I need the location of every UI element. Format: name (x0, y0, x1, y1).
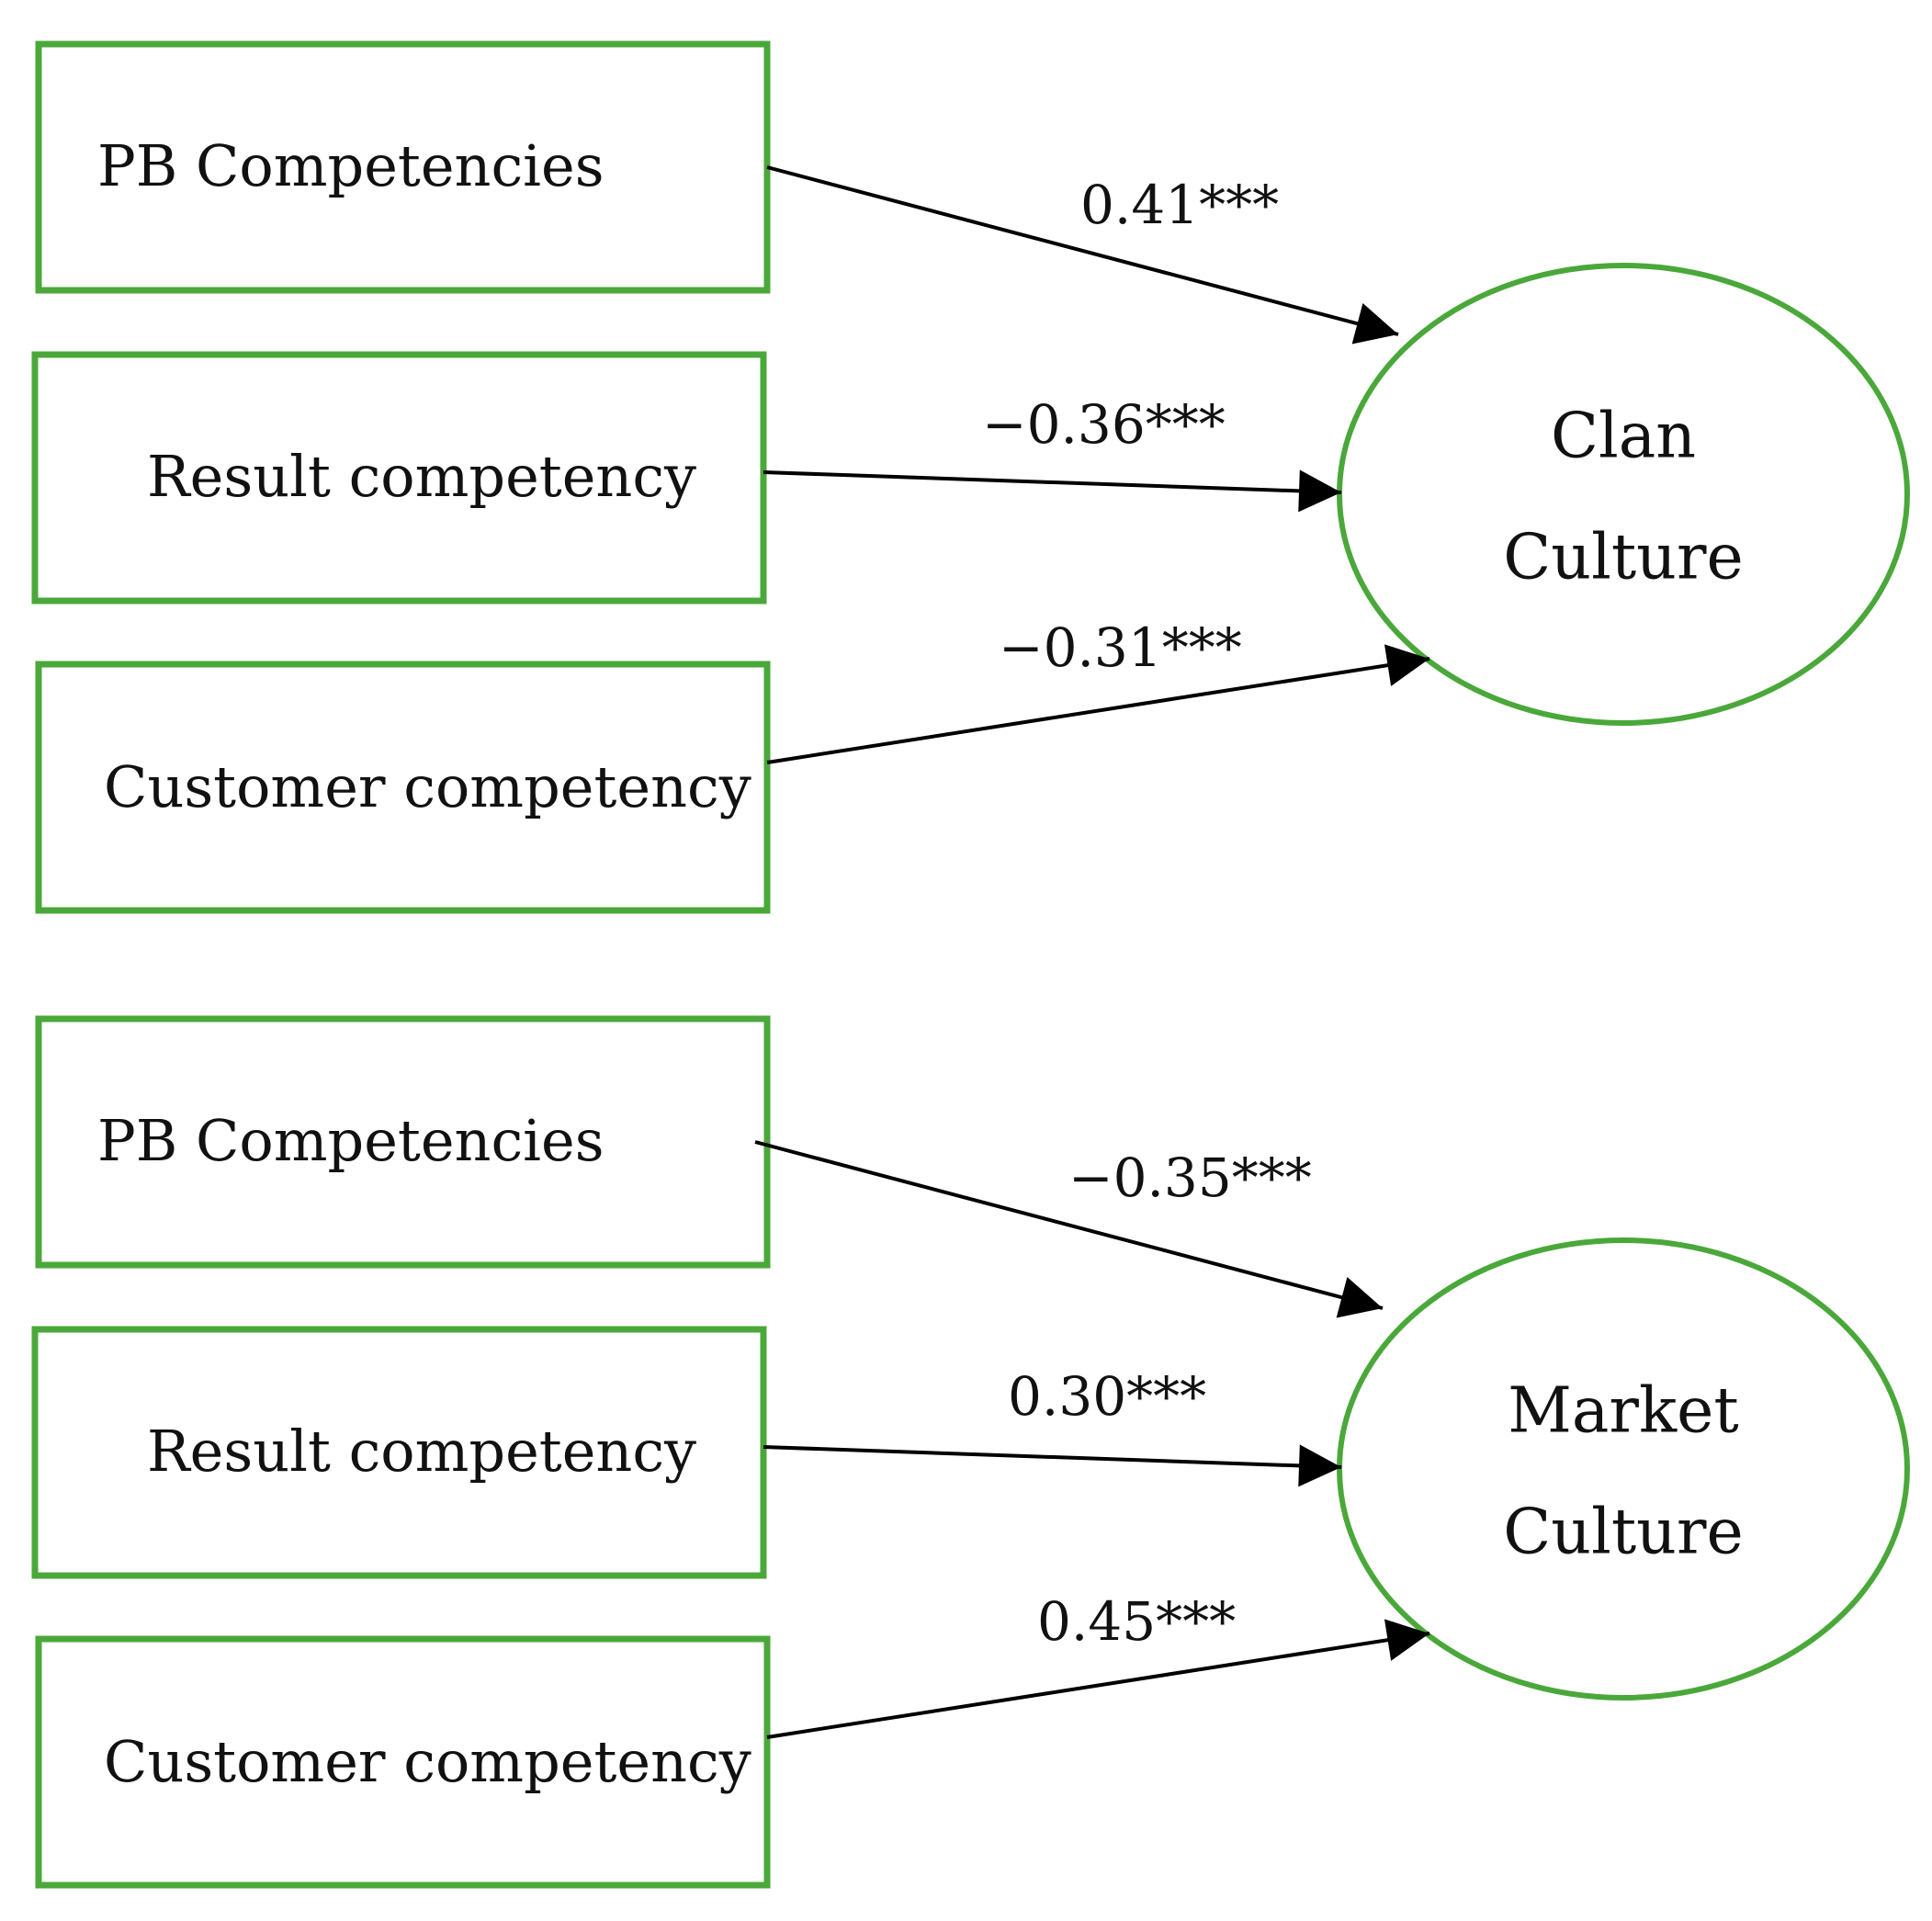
path-coefficient: −0.35*** (1068, 1147, 1312, 1209)
market-edge-3: 0.45*** (766, 1590, 1430, 1739)
path-coefficient: 0.45*** (1037, 1590, 1236, 1653)
outcome-label-line1: Market (1508, 1375, 1738, 1448)
path-arrow (763, 469, 1342, 513)
clan-edge-3: −0.31*** (766, 616, 1430, 764)
clan-edge-1: 0.41*** (766, 165, 1399, 345)
path-arrow (766, 165, 1399, 345)
market-edge-1: −0.35*** (754, 1140, 1384, 1318)
predictor-label: Customer competency (104, 1728, 751, 1795)
clan-customer-competency-node: Customer competency (35, 661, 771, 914)
predictor-label: Result competency (147, 443, 696, 510)
predictor-label: Customer competency (104, 753, 751, 820)
predictor-box (35, 40, 771, 294)
predictor-box (31, 1326, 767, 1579)
path-coefficient: −0.36*** (982, 393, 1226, 456)
path-arrow (766, 1619, 1430, 1739)
clan-result-competency-node: Result competency (31, 351, 767, 605)
market-edge-2: 0.30*** (763, 1365, 1342, 1487)
predictor-box (31, 351, 767, 605)
market-culture-panel: PB Competencies Result competency Custom… (31, 1015, 1910, 1889)
clan-culture-node: Clan Culture (1337, 263, 1910, 726)
path-coefficient: −0.31*** (999, 616, 1242, 679)
market-result-competency-node: Result competency (31, 1326, 767, 1579)
clan-pb-competencies-node: PB Competencies (35, 40, 771, 294)
clan-edge-2: −0.36*** (763, 393, 1342, 513)
predictor-label: PB Competencies (97, 132, 604, 199)
path-arrow (763, 1444, 1342, 1487)
predictor-box (35, 1015, 771, 1269)
predictor-box (35, 1635, 771, 1889)
path-arrow (754, 1140, 1384, 1318)
predictor-label: Result competency (147, 1418, 696, 1485)
market-culture-node: Market Culture (1337, 1237, 1910, 1701)
outcome-label-line2: Culture (1503, 522, 1743, 594)
path-coefficient: 0.41*** (1080, 174, 1279, 236)
predictor-label: PB Competencies (97, 1107, 604, 1174)
path-coefficient: 0.30*** (1008, 1365, 1206, 1428)
clan-culture-panel: PB Competencies Result competency Custom… (31, 40, 1910, 914)
path-arrow (766, 644, 1430, 764)
market-customer-competency-node: Customer competency (35, 1635, 771, 1889)
outcome-label-line2: Culture (1503, 1497, 1743, 1569)
market-pb-competencies-node: PB Competencies (35, 1015, 771, 1269)
outcome-ellipse (1337, 263, 1910, 726)
predictor-box (35, 661, 771, 914)
outcome-label-line1: Clan (1551, 401, 1696, 473)
outcome-ellipse (1337, 1237, 1910, 1701)
